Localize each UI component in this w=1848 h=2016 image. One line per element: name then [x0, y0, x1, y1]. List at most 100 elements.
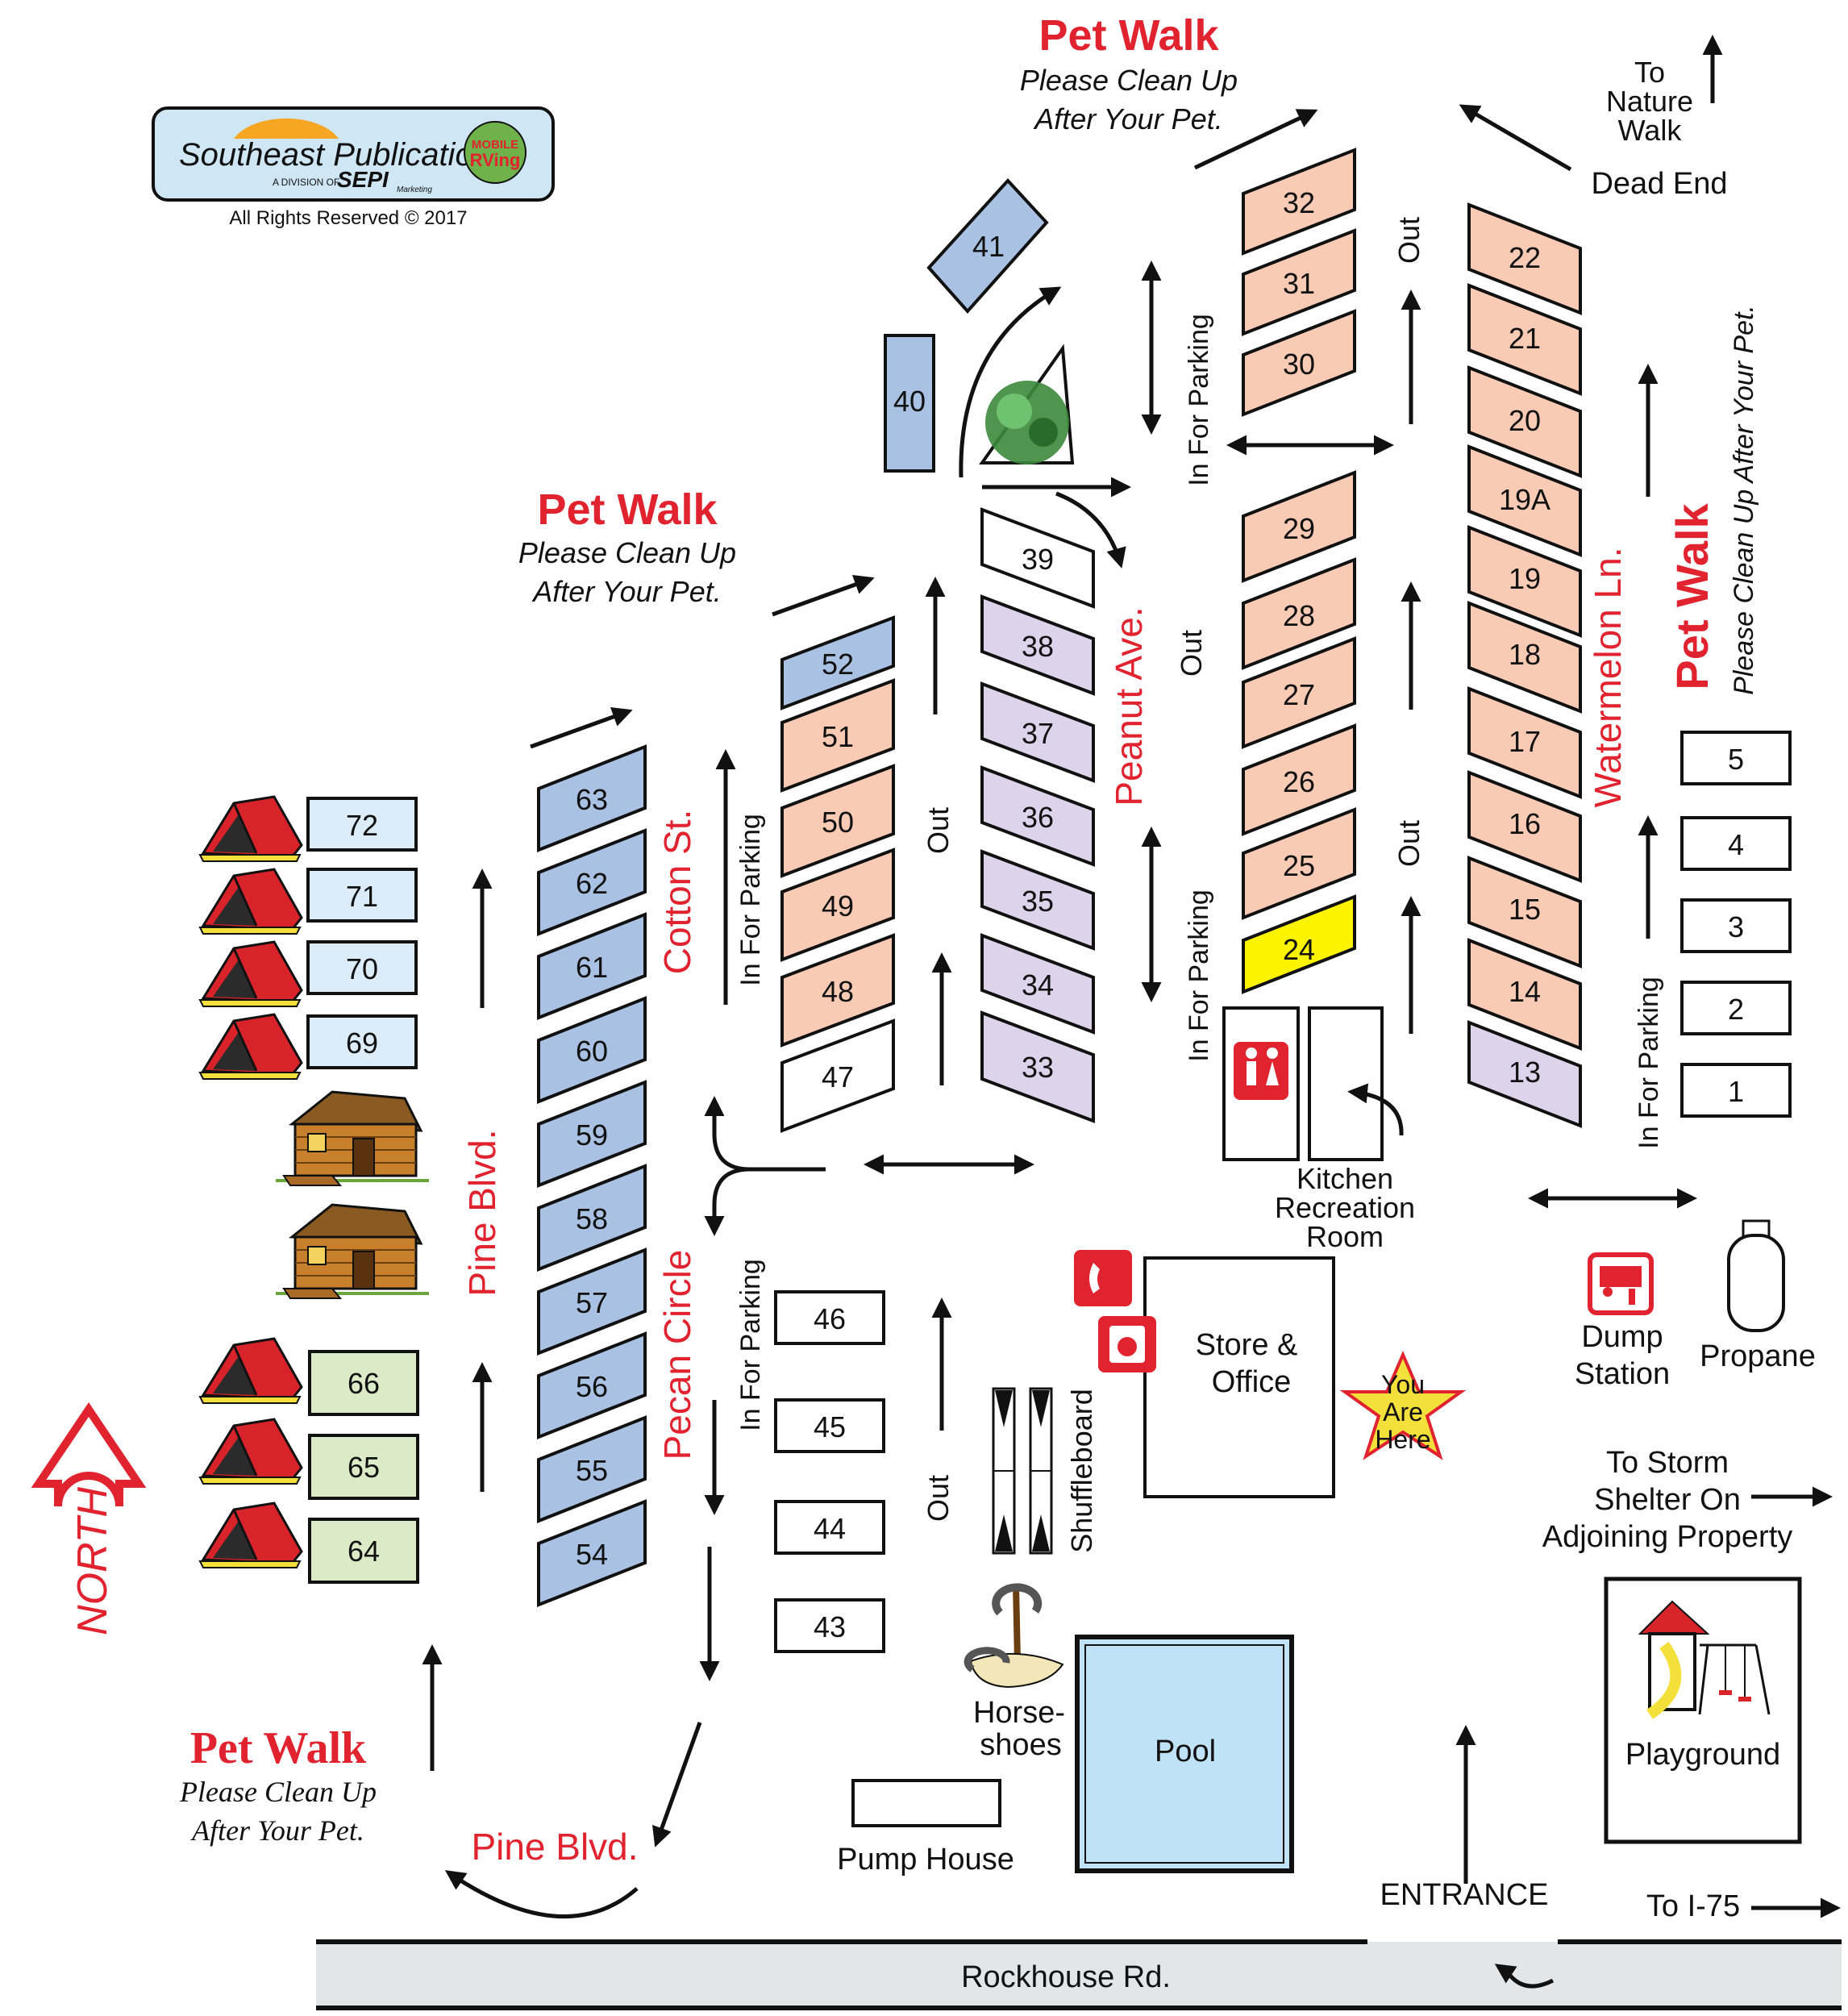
site-72[interactable]: 72	[306, 797, 418, 852]
site-63[interactable]: 63	[537, 744, 647, 852]
site-19[interactable]: 19	[1467, 525, 1582, 638]
site-3[interactable]: 3	[1680, 898, 1792, 953]
svg-text:38: 38	[1022, 630, 1054, 663]
site-34[interactable]: 34	[980, 933, 1095, 1035]
site-52[interactable]: 52	[780, 615, 895, 710]
site-27[interactable]: 27	[1242, 636, 1356, 749]
out-label: Out	[1392, 820, 1426, 867]
playground-icon	[1638, 1600, 1771, 1719]
site-15[interactable]: 15	[1467, 856, 1582, 968]
site-5[interactable]: 5	[1680, 731, 1792, 785]
site-32[interactable]: 32	[1242, 148, 1356, 256]
site-20[interactable]: 20	[1467, 365, 1582, 478]
svg-text:14: 14	[1509, 975, 1541, 1008]
svg-text:72: 72	[346, 809, 378, 842]
turn-arrow-icon	[1494, 1964, 1555, 1989]
site-35[interactable]: 35	[980, 849, 1095, 951]
propane-label: Propane	[1700, 1339, 1816, 1373]
site-57[interactable]: 57	[537, 1248, 647, 1356]
site-65[interactable]: 65	[308, 1434, 419, 1500]
rockhouse-road: Rockhouse Rd.	[316, 1939, 1842, 2010]
site-48[interactable]: 48	[780, 933, 895, 1048]
site-16[interactable]: 16	[1467, 770, 1582, 883]
storm-label-2: Shelter On	[1594, 1483, 1741, 1517]
site-21[interactable]: 21	[1467, 283, 1582, 396]
site-4[interactable]: 4	[1680, 816, 1792, 871]
pet-walk-title: Pet Walk	[190, 1723, 367, 1773]
site-22[interactable]: 22	[1467, 202, 1582, 315]
svg-text:57: 57	[576, 1286, 608, 1319]
street-pecan-circle: Pecan Circle	[656, 1250, 698, 1460]
svg-text:3: 3	[1728, 910, 1744, 943]
site-25[interactable]: 25	[1242, 807, 1356, 920]
entrance-label: ENTRANCE	[1380, 1878, 1548, 1912]
site-37[interactable]: 37	[980, 681, 1095, 783]
site-44[interactable]: 44	[774, 1500, 885, 1555]
svg-text:15: 15	[1509, 893, 1541, 926]
site-62[interactable]: 62	[537, 828, 647, 936]
site-41[interactable]: 41	[926, 178, 1049, 314]
site-31[interactable]: 31	[1242, 228, 1356, 336]
here-label: Here	[1375, 1425, 1430, 1454]
svg-text:45: 45	[814, 1410, 846, 1443]
site-39[interactable]: 39	[980, 507, 1095, 609]
site-26[interactable]: 26	[1242, 723, 1356, 836]
site-58[interactable]: 58	[537, 1164, 647, 1272]
logo-division: A DIVISION OF	[273, 177, 339, 188]
svg-text:26: 26	[1283, 765, 1315, 798]
tent-icon	[198, 868, 303, 935]
site-13[interactable]: 13	[1467, 1020, 1582, 1128]
site-55[interactable]: 55	[537, 1415, 647, 1523]
site-50[interactable]: 50	[780, 764, 895, 878]
site-64[interactable]: 64	[308, 1518, 419, 1584]
in-for-parking-label: In For Parking	[1634, 977, 1664, 1149]
phone-icon	[1074, 1250, 1132, 1306]
site-51[interactable]: 51	[780, 678, 895, 793]
site-33[interactable]: 33	[980, 1010, 1095, 1123]
site-24[interactable]: 24	[1242, 894, 1356, 994]
in-for-parking-label: In For Parking	[1184, 314, 1214, 486]
site-60[interactable]: 60	[537, 996, 647, 1104]
svg-text:32: 32	[1283, 186, 1315, 219]
svg-text:27: 27	[1283, 678, 1315, 711]
site-18[interactable]: 18	[1467, 601, 1582, 714]
store-label-1: Store &	[1196, 1328, 1298, 1362]
site-47[interactable]: 47	[780, 1018, 895, 1133]
site-66[interactable]: 66	[308, 1350, 419, 1416]
site-38[interactable]: 38	[980, 594, 1095, 696]
site-36[interactable]: 36	[980, 765, 1095, 867]
store-office[interactable]: Store & Office	[1143, 1256, 1335, 1498]
site-69[interactable]: 69	[306, 1014, 418, 1069]
badge-line2: RVing	[470, 150, 521, 170]
storm-label-1: To Storm	[1606, 1446, 1729, 1480]
site-45[interactable]: 45	[774, 1398, 885, 1453]
pool[interactable]: Pool	[1075, 1635, 1294, 1873]
playground[interactable]: Playground	[1604, 1577, 1802, 1844]
site-49[interactable]: 49	[780, 848, 895, 962]
site-28[interactable]: 28	[1242, 557, 1356, 670]
logo-brand: SEPI	[337, 167, 389, 192]
site-14[interactable]: 14	[1467, 938, 1582, 1051]
site-70[interactable]: 70	[306, 940, 418, 995]
you-label: You	[1381, 1370, 1425, 1399]
site-71[interactable]: 71	[306, 868, 418, 923]
site-54[interactable]: 54	[537, 1499, 647, 1607]
site-29[interactable]: 29	[1242, 470, 1356, 583]
site-43[interactable]: 43	[774, 1598, 885, 1653]
playground-label: Playground	[1625, 1738, 1780, 1772]
site-2[interactable]: 2	[1680, 981, 1792, 1035]
site-19a[interactable]: 19A	[1467, 444, 1582, 557]
site-30[interactable]: 30	[1242, 309, 1356, 417]
site-56[interactable]: 56	[537, 1331, 647, 1439]
svg-text:59: 59	[576, 1118, 608, 1152]
site-59[interactable]: 59	[537, 1080, 647, 1188]
svg-text:41: 41	[972, 230, 1005, 263]
site-1[interactable]: 1	[1680, 1063, 1792, 1118]
site-61[interactable]: 61	[537, 912, 647, 1020]
site-17[interactable]: 17	[1467, 686, 1582, 799]
site-40[interactable]: 40	[884, 334, 935, 473]
site-46[interactable]: 46	[774, 1290, 885, 1345]
pet-walk-top: Pet Walk Please Clean Up After Your Pet.	[1020, 11, 1238, 135]
kitchen-label-1: Kitchen	[1297, 1162, 1393, 1195]
arrow-icon	[444, 1870, 639, 1918]
